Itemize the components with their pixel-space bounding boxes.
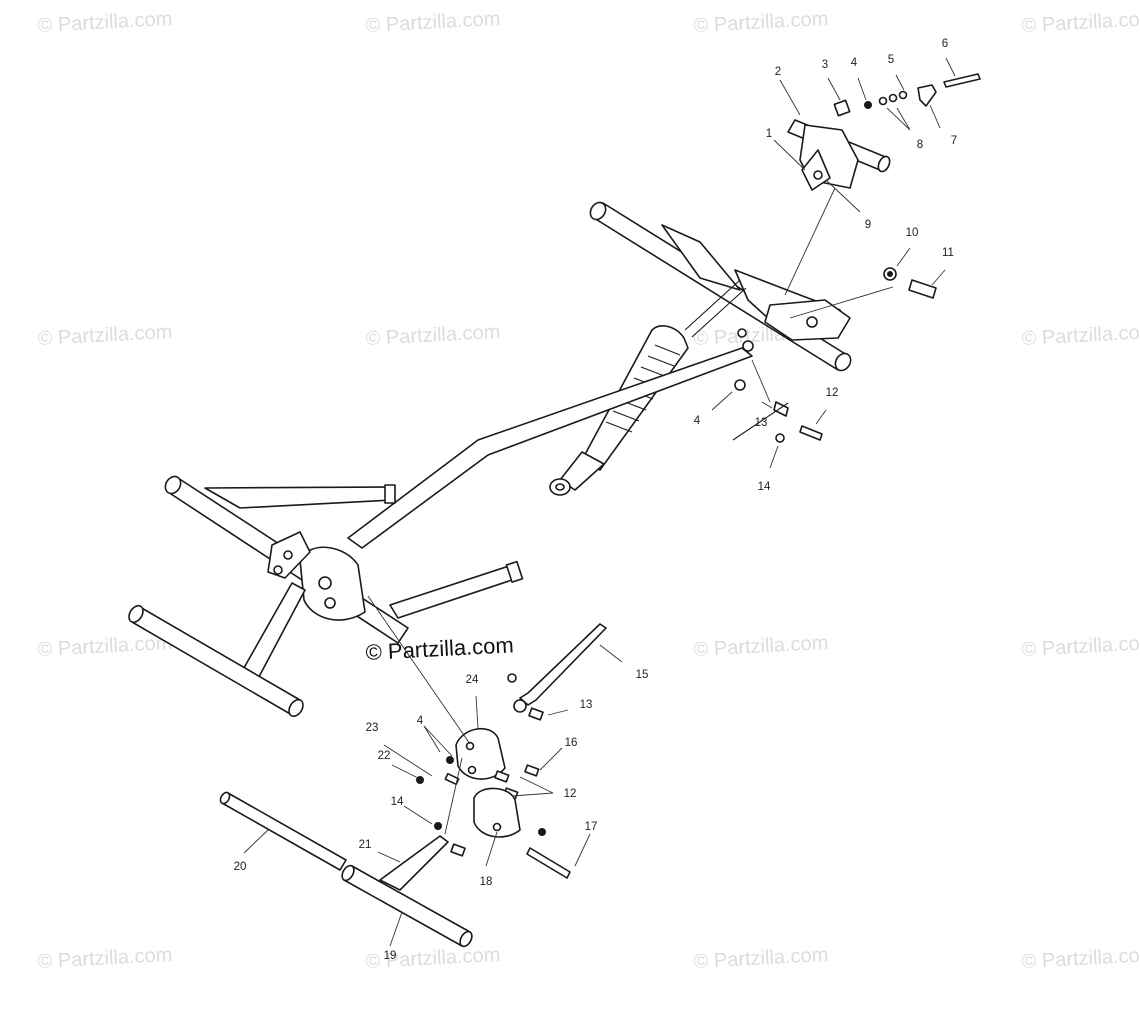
callout-18: 18 — [480, 876, 493, 888]
watermark: © Partzilla.com — [365, 321, 501, 350]
watermark: © Partzilla.com — [1021, 632, 1140, 661]
callout-12: 12 — [564, 788, 577, 800]
bolt-head — [737, 328, 747, 338]
callouts: 1 2 3 4 5 6 7 8 9 10 11 12 4 13 14 15 13… — [234, 38, 958, 962]
callout-6: 6 — [942, 38, 948, 50]
main-assembly — [128, 201, 852, 718]
callout-4: 4 — [417, 715, 424, 727]
bolt-head — [283, 550, 293, 560]
bolt-head — [742, 340, 754, 352]
watermark: © Partzilla.com — [37, 944, 173, 973]
nut — [734, 379, 746, 391]
bolt-head — [806, 316, 818, 328]
watermark: © Partzilla.com — [693, 944, 829, 973]
callout-4: 4 — [694, 415, 701, 427]
bolt-head — [273, 565, 283, 575]
watermark: © Partzilla.com — [693, 632, 829, 661]
callout-9: 9 — [865, 219, 871, 231]
lower-hardware — [219, 623, 607, 948]
callout-14: 14 — [391, 796, 404, 808]
callout-23: 23 — [366, 722, 379, 734]
callout-13: 13 — [580, 699, 593, 711]
bolt-head — [318, 576, 332, 590]
callout-24: 24 — [466, 674, 479, 686]
grease-fitting — [775, 433, 785, 443]
link-arm — [691, 287, 747, 338]
callout-13: 13 — [755, 417, 768, 429]
bolt — [908, 279, 937, 299]
watermark: © Partzilla.com — [1021, 8, 1140, 37]
callout-4: 4 — [851, 57, 858, 69]
callout-14: 14 — [758, 481, 771, 493]
callout-8: 8 — [917, 139, 923, 151]
arm-end-cap — [384, 484, 396, 504]
callout-16: 16 — [565, 737, 578, 749]
front-arm — [389, 564, 519, 619]
callout-12: 12 — [826, 387, 839, 399]
watermark: © Partzilla.com — [37, 632, 173, 661]
callout-21: 21 — [359, 839, 372, 851]
front-lower-tube-end — [128, 604, 144, 624]
watermark: © Partzilla.com — [37, 8, 173, 37]
arm-end-cap — [505, 560, 524, 583]
watermark: © Partzilla.com — [365, 8, 501, 37]
right-side-hardware — [732, 267, 937, 443]
front-hub-plate — [299, 546, 366, 621]
callout-22: 22 — [378, 750, 391, 762]
watermark: © Partzilla.com — [693, 8, 829, 37]
center-watermark: © Partzilla.com — [365, 632, 514, 665]
main-rail — [347, 347, 753, 549]
front-arm — [204, 486, 393, 509]
callout-15: 15 — [636, 669, 649, 681]
rear-arm-bracket — [661, 224, 741, 291]
callout-11: 11 — [942, 247, 954, 259]
front-cross-shaft-end — [164, 475, 182, 495]
callout-20: 20 — [234, 861, 247, 873]
front-lower-tube-end — [288, 698, 304, 718]
bolt — [799, 425, 823, 441]
callout-2: 2 — [775, 66, 781, 78]
watermark: © Partzilla.com — [1021, 321, 1140, 350]
callout-10: 10 — [906, 227, 919, 239]
nut-hole — [887, 271, 893, 277]
bolt-head — [324, 597, 336, 609]
rear-cross-shaft-end — [589, 201, 607, 221]
watermark: © Partzilla.com — [37, 321, 173, 350]
upper-bracket-exploded — [787, 73, 981, 191]
rear-cross-shaft-end — [834, 352, 852, 372]
cable — [732, 402, 789, 441]
leader-lines — [243, 57, 956, 947]
callout-5: 5 — [888, 54, 894, 66]
callout-1: 1 — [766, 128, 772, 140]
callout-3: 3 — [822, 59, 828, 71]
watermark: © Partzilla.com — [1021, 944, 1140, 973]
callout-7: 7 — [951, 135, 957, 147]
callout-19: 19 — [384, 950, 397, 962]
link-arm — [684, 279, 741, 331]
callout-17: 17 — [585, 821, 598, 833]
